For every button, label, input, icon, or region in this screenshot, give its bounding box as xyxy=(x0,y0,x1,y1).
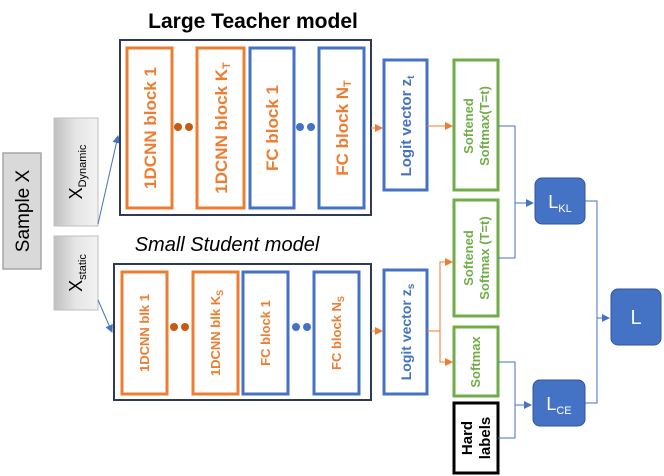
svg-text:Logit vector zt: Logit vector zt xyxy=(398,75,417,177)
svg-text:LCE: LCE xyxy=(546,394,571,417)
arrow-student-to-lkl xyxy=(498,203,516,259)
student-fc-dot xyxy=(292,323,300,331)
svg-text:XDynamic: XDynamic xyxy=(66,144,89,199)
teacher-fc-dot xyxy=(307,123,315,131)
svg-text:1DCNN blk KS: 1DCNN blk KS xyxy=(208,290,225,376)
svg-text:Logit vector zs: Logit vector zs xyxy=(398,283,417,380)
svg-text:L: L xyxy=(630,307,641,329)
student-cnn-block-k: 1DCNN blk KS xyxy=(191,270,240,396)
arrow-to-student xyxy=(97,299,113,333)
arrow-lce-to-l xyxy=(585,318,598,404)
student-cnn-block-1: 1DCNN blk 1 xyxy=(120,270,169,396)
svg-text:1DCNN blk 1: 1DCNN blk 1 xyxy=(137,294,152,372)
teacher-softened-softmax: Softened Softmax(T=t) xyxy=(452,58,500,192)
student-fc-dot xyxy=(303,323,311,331)
svg-text:LKL: LKL xyxy=(548,192,571,215)
svg-text:Softmax(T=t): Softmax(T=t) xyxy=(477,86,492,166)
teacher-fc-block-n: FC block NT xyxy=(317,46,366,210)
teacher-fc-block-1: FC block 1 xyxy=(248,46,296,210)
arrow-hardlabels-to-lce xyxy=(498,405,516,439)
student-fc-block-1: FC block 1 xyxy=(241,270,290,396)
svg-text:Softened: Softened xyxy=(461,98,476,154)
sample-x-box: Sample X xyxy=(2,152,42,270)
teacher-logit-vector: Logit vector zt xyxy=(382,58,429,192)
svg-text:FC block 1: FC block 1 xyxy=(263,85,282,171)
teacher-dot xyxy=(185,123,193,131)
teacher-cnn-block-1: 1DCNN block 1 xyxy=(125,46,174,210)
svg-text:1DCNN block KT: 1DCNN block KT xyxy=(212,62,233,194)
student-softened-softmax: Softened Softmax (T=t) xyxy=(452,198,500,318)
student-softmax: Softmax xyxy=(452,325,500,398)
x-static-label: X xyxy=(66,280,86,292)
svg-text:Hard: Hard xyxy=(459,421,476,455)
arrow-teacher-to-lkl xyxy=(498,125,534,207)
hard-labels-box: Hard labels xyxy=(452,401,500,475)
svg-text:Softened: Softened xyxy=(461,230,476,286)
loss-total: L xyxy=(610,288,662,346)
arrow-student-softmax xyxy=(439,331,453,366)
arrow-student-softened xyxy=(427,258,453,332)
x-dynamic-box: XDynamic xyxy=(53,117,99,227)
student-fc-block-n: FC block NS xyxy=(312,270,361,396)
svg-text:labels: labels xyxy=(477,417,494,460)
loss-ce: LCE xyxy=(532,379,586,427)
svg-text:Softmax: Softmax xyxy=(468,336,483,388)
teacher-fc-dot xyxy=(296,123,304,131)
student-title: Small Student model xyxy=(135,234,320,256)
student-container xyxy=(113,263,372,401)
svg-text:FC block 1: FC block 1 xyxy=(258,300,273,366)
student-dot xyxy=(170,323,178,331)
sample-x-label: Sample X xyxy=(13,169,34,252)
teacher-dot xyxy=(174,123,182,131)
teacher-title: Large Teacher model xyxy=(148,10,358,33)
teacher-cnn-block-k: 1DCNN block KT xyxy=(195,46,246,210)
loss-kl: LKL xyxy=(534,177,586,225)
svg-text:FC block NS: FC block NS xyxy=(329,296,346,370)
arrow-to-teacher xyxy=(97,135,121,225)
svg-text:FC block NT: FC block NT xyxy=(333,80,354,176)
svg-text:1DCNN block 1: 1DCNN block 1 xyxy=(141,67,160,189)
x-dynamic-sub: Dynamic xyxy=(77,144,89,187)
student-dot xyxy=(181,323,189,331)
x-static-box: Xstatic xyxy=(53,235,99,311)
svg-text:Softmax (T=t): Softmax (T=t) xyxy=(477,216,492,299)
arrow-lkl-to-l xyxy=(585,200,610,322)
arrow-softmax-to-lce xyxy=(498,361,532,409)
x-static-sub: static xyxy=(77,254,89,280)
x-dynamic-label: X xyxy=(66,187,86,199)
student-logit-vector: Logit vector zs xyxy=(382,268,429,396)
svg-text:Xstatic: Xstatic xyxy=(66,254,89,292)
